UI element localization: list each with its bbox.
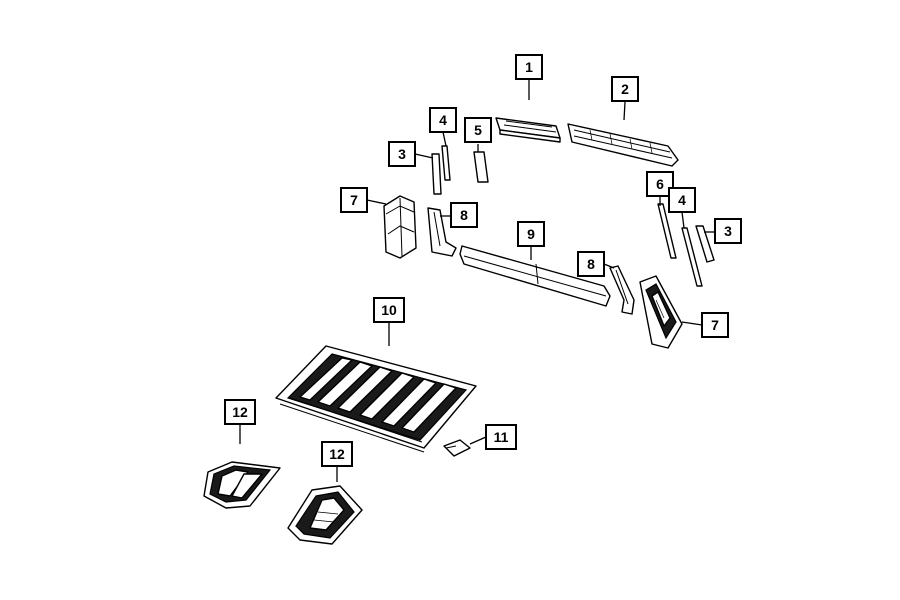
callout-8-left-label: 8 [460,207,468,223]
part-12-left-pan [203,461,281,509]
callout-9: 9 [517,221,545,247]
callout-11-label: 11 [494,429,509,445]
part-12-right-pan [287,485,363,545]
leader-lines [239,79,715,482]
part-5-pad [473,151,489,183]
callout-3-right: 3 [714,218,742,244]
callout-3-right-label: 3 [724,223,732,239]
callout-4-right: 4 [668,187,696,213]
callout-4-left-label: 4 [439,112,447,128]
callout-4-left: 4 [429,107,457,133]
part-3-right-strip [695,225,715,263]
callout-1: 1 [515,54,543,80]
callout-3-left: 3 [388,141,416,167]
callout-8-right: 8 [577,251,605,277]
part-6-strip [657,203,677,259]
part-4-left-strip [441,145,451,181]
callout-4-right-label: 4 [678,192,686,208]
part-8-right-bracket [609,265,635,315]
part-9-header-bar [459,245,611,307]
callout-8-left: 8 [450,202,478,228]
callout-5-label: 5 [474,122,482,138]
callout-1-label: 1 [525,59,533,75]
callout-12-right-label: 12 [329,446,345,462]
part-3-left-strip [431,153,442,195]
part-2-rear-rail [567,123,679,167]
part-4-right-strip [681,227,703,287]
callout-11: 11 [485,424,517,450]
callout-3-left-label: 3 [398,146,406,162]
callout-2-label: 2 [621,81,629,97]
callout-2: 2 [611,76,639,102]
callout-7-right: 7 [701,312,729,338]
callout-12-right: 12 [321,441,353,467]
part-10-roof-panel [275,345,477,453]
callout-7-left-label: 7 [350,192,358,208]
callout-8-right-label: 8 [587,256,595,272]
part-11-patch [443,439,471,457]
callout-7-left: 7 [340,187,368,213]
callout-6-label: 6 [656,176,664,192]
callout-10-label: 10 [381,302,397,318]
part-7-left-panel [383,195,417,259]
callout-12-left-label: 12 [232,404,248,420]
part-7-right-panel [639,275,683,349]
callout-10: 10 [373,297,405,323]
part-1-front-rail [495,117,561,143]
callout-7-right-label: 7 [711,317,719,333]
callout-6: 6 [646,171,674,197]
callout-9-label: 9 [527,226,535,242]
callout-5: 5 [464,117,492,143]
part-8-left-bracket [427,207,457,257]
callout-12-left: 12 [224,399,256,425]
